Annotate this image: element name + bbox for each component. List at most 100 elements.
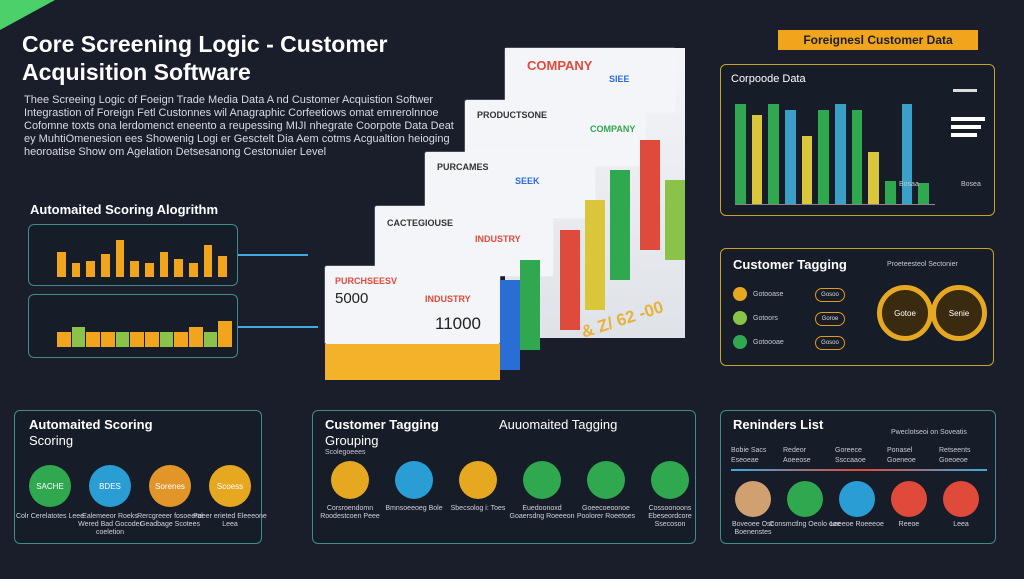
- card-side-green: [520, 260, 540, 350]
- card-purchases2-label: PURCHSEESV: [335, 276, 398, 286]
- reminder-caption-1: Consmctlng Oeolo ooe: [769, 521, 841, 528]
- chart1-bar-8: [174, 258, 183, 277]
- chart1-bar-5: [130, 260, 139, 277]
- reminder-caption-3: Reeoe: [898, 521, 920, 528]
- chart2-bar-3: [101, 331, 115, 347]
- bm-items-caption-0: Corsroendomn Roodestcoen Peee: [320, 505, 380, 520]
- reminders-subtitle: Pweclotseoi on Soveatis: [891, 429, 967, 436]
- chart1-bar-10: [203, 244, 213, 277]
- page-description: Thee Screeing Logic of Foeign Trade Medi…: [24, 94, 454, 158]
- chart2-bar-5: [130, 331, 144, 347]
- card-side-green-2: [610, 170, 630, 280]
- corpchart-bar-4: [801, 135, 813, 204]
- card-number-11000: 11000: [435, 314, 482, 333]
- reminder-colsub-3: Goeneoe: [887, 457, 916, 464]
- reminder-caption-2: Leeeoe Roeeeoe: [830, 521, 884, 528]
- legend-line-3: [951, 125, 981, 129]
- bm-items-circle-4[interactable]: [587, 461, 625, 499]
- scoring-chart-1: [28, 224, 238, 286]
- chart1-bar-9: [189, 263, 198, 277]
- card-side-red-2: [640, 140, 660, 250]
- bl-items-circle-2[interactable]: Sorenes: [149, 465, 191, 507]
- legend-line-1: [953, 89, 977, 92]
- bm-items-caption-2: Sbecsolog i: Toes: [450, 505, 506, 512]
- bm-items-caption-5: Cossoonoons Ebeseordcore Ssecoson: [648, 505, 692, 528]
- reminder-col-0: Bobie Sacs: [731, 447, 767, 454]
- card-company-label: COMPANY: [527, 58, 593, 73]
- bl-items-circle-3[interactable]: Scoess: [209, 465, 251, 507]
- bm-items-circle-5[interactable]: [651, 461, 689, 499]
- corporate-data-title: Corpoode Data: [731, 73, 806, 85]
- chart1-bar-11: [218, 256, 227, 277]
- bl-items-circle-1[interactable]: BDES: [89, 465, 131, 507]
- card-side-red: [560, 230, 580, 330]
- corpchart-bar-11: [918, 183, 929, 204]
- tag-pill-1[interactable]: Gosoo: [815, 288, 845, 302]
- card-industry: PURCHSEESV INDUSTRY 5000 11000: [325, 266, 500, 344]
- bl-items-caption-1: Ealemeeor Roeks Wered Bad Gocoder coelet…: [78, 513, 142, 536]
- card-side-blue: [500, 280, 520, 370]
- scoring-bottom-title: Automaited Scoring: [29, 417, 153, 432]
- card-side-yellow: [585, 200, 605, 310]
- bm-items-circle-3[interactable]: [523, 461, 561, 499]
- tag-pill-3[interactable]: Gosoo: [815, 336, 845, 350]
- reminder-avatar-3[interactable]: [891, 481, 927, 517]
- tag-dot-1: [733, 287, 747, 301]
- reminder-avatar-4[interactable]: [943, 481, 979, 517]
- scoring-chart-2-bars: [57, 303, 233, 347]
- reminder-col-1: Redeor: [783, 447, 806, 454]
- tag-left-1: Gotooase: [753, 291, 784, 298]
- reminder-avatar-2[interactable]: [839, 481, 875, 517]
- corpchart-bar-8: [868, 151, 879, 204]
- bm-items-circle-0[interactable]: [331, 461, 369, 499]
- tagging-panel-subtitle: Proeteesteol Sectonier: [887, 261, 958, 268]
- foreign-data-badge: Foreignesl Customer Data: [778, 30, 978, 50]
- corpchart-bar-6: [835, 104, 846, 204]
- corporate-tiny-1: Bosaa: [899, 181, 919, 188]
- reminder-avatar-1[interactable]: [787, 481, 823, 517]
- corpchart-bar-10: [901, 104, 913, 204]
- card-size-label: SIEE: [609, 74, 630, 84]
- tagging-bottom-subtitle: Grouping: [325, 433, 379, 448]
- tag-pill-2[interactable]: Goroe: [815, 312, 845, 326]
- bl-items-caption-2: Rercgreeer fosoeeral Geadbage Scotees: [137, 513, 203, 528]
- tag-left-2: Gotoors: [753, 315, 778, 322]
- connector-arrow-1: [238, 254, 308, 256]
- card-category-label: CACTEGIOUSE: [387, 218, 454, 228]
- reminder-col-2: Goreece: [835, 447, 862, 454]
- card-side-lime: [665, 180, 685, 260]
- reminder-colsub-1: Aoeeose: [783, 457, 811, 464]
- chart1-bar-7: [159, 251, 169, 277]
- reminder-col-4: Retseents: [939, 447, 971, 454]
- chart2-bar-0: [57, 331, 71, 347]
- scoring-label: Automaited Scoring Alogrithm: [30, 202, 219, 217]
- bl-items-caption-3: Peeer erieted Eleeeone Leea: [193, 513, 267, 528]
- customer-tagging-panel: Customer Tagging Proeteesteol Sectonier …: [720, 248, 994, 366]
- scoring-chart-1-bars: [57, 231, 233, 277]
- corner-accent: [0, 0, 55, 30]
- chart1-bar-1: [71, 263, 81, 277]
- scoring-chart-2: [28, 294, 238, 358]
- bl-items-circle-0[interactable]: SACHE: [29, 465, 71, 507]
- bm-items-circle-1[interactable]: [395, 461, 433, 499]
- bm-items-circle-2[interactable]: [459, 461, 497, 499]
- reminders-panel: Reninders List Pweclotseoi on Soveatis B…: [720, 410, 996, 544]
- reminders-title: Reninders List: [733, 417, 824, 432]
- tag-ring-1: Gotoe: [877, 285, 933, 341]
- chart1-bar-0: [57, 251, 66, 277]
- corpchart-bar-1: [751, 114, 763, 204]
- reminder-col-3: Ponasel: [887, 447, 913, 454]
- auto-tagging-label: Auuomaited Tagging: [499, 417, 618, 432]
- reminder-avatar-0[interactable]: [735, 481, 771, 517]
- scoring-bottom-subtitle: Scoring: [29, 433, 74, 448]
- corporate-bar-chart: [735, 99, 935, 205]
- bm-items-caption-4: Goeecoeoonoe Poolorer Roeetoes: [576, 505, 636, 520]
- reminder-colsub-4: Goeoeoe: [939, 457, 968, 464]
- reminder-colsub-0: Eseoeae: [731, 457, 759, 464]
- chart2-bar-2: [86, 331, 100, 347]
- bm-items-caption-1: Bmnsoeeoeg Bole: [385, 505, 443, 512]
- tag-dot-2: [733, 311, 747, 325]
- tagging-bottom-small: Scolegoeees: [325, 449, 366, 456]
- card-industry1-label: INDUSTRY: [475, 234, 521, 244]
